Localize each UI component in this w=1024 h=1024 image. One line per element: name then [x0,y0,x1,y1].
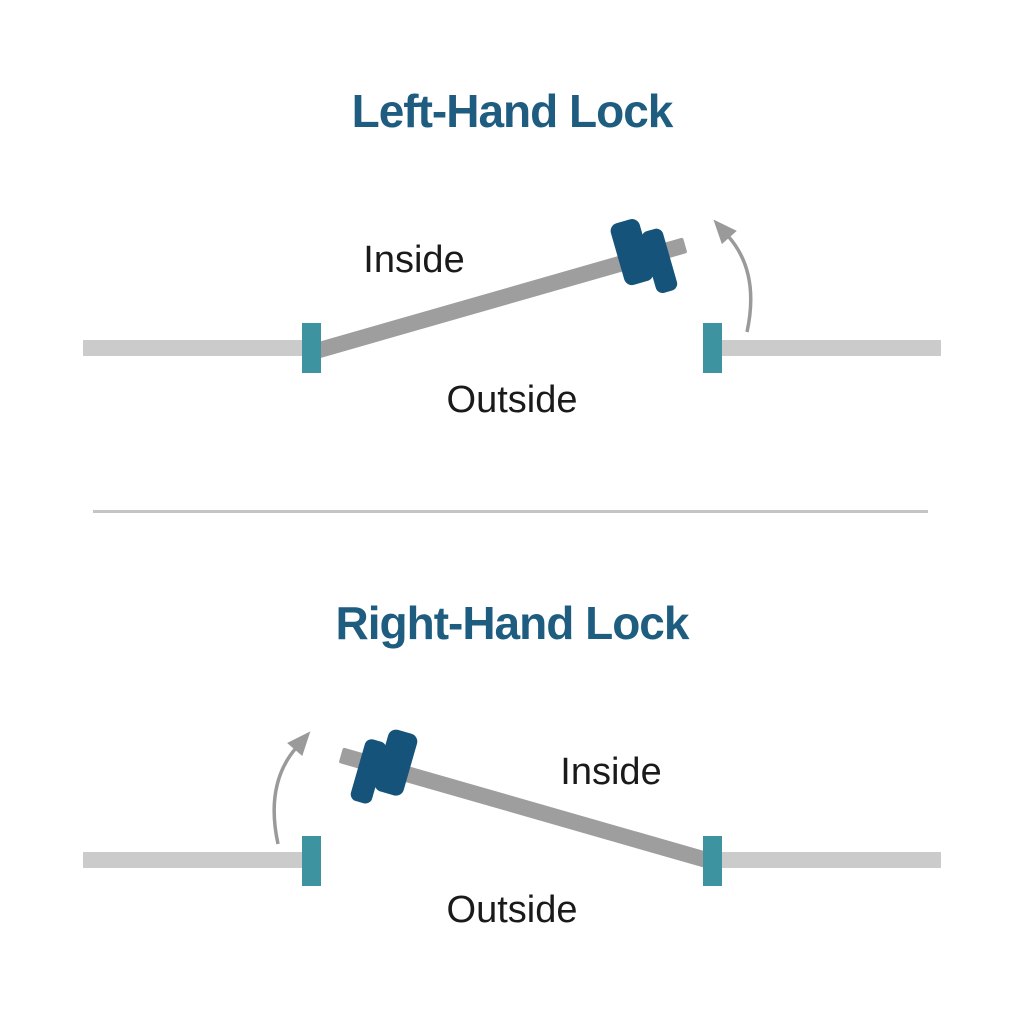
door-panel [314,237,687,359]
inside-label: Inside [363,239,464,281]
strike-jamb [703,323,722,373]
door-knob-icon [350,739,387,804]
wall-left [83,852,302,868]
inside-label: Inside [560,751,661,793]
wall-left [83,340,302,356]
strike-jamb [302,836,321,886]
left-hand-lock-diagram: Inside Outside [83,219,941,421]
wall-right [722,340,941,356]
outside-label: Outside [447,379,578,421]
left-hand-lock-title: Left-Hand Lock [351,85,674,137]
wall-right [722,852,941,868]
door-group [339,729,712,869]
right-hand-lock-title: Right-Hand Lock [335,597,690,649]
swing-arrow [272,731,311,845]
hinge-jamb [703,836,722,886]
door-panel [339,747,712,869]
hinge-jamb [302,323,321,373]
right-hand-lock-diagram: Inside Outside [83,729,941,931]
door-knob-icon [641,228,678,293]
outside-label: Outside [447,889,578,931]
section-divider [93,510,928,513]
swing-arrow [713,219,753,333]
door-group [314,219,687,359]
